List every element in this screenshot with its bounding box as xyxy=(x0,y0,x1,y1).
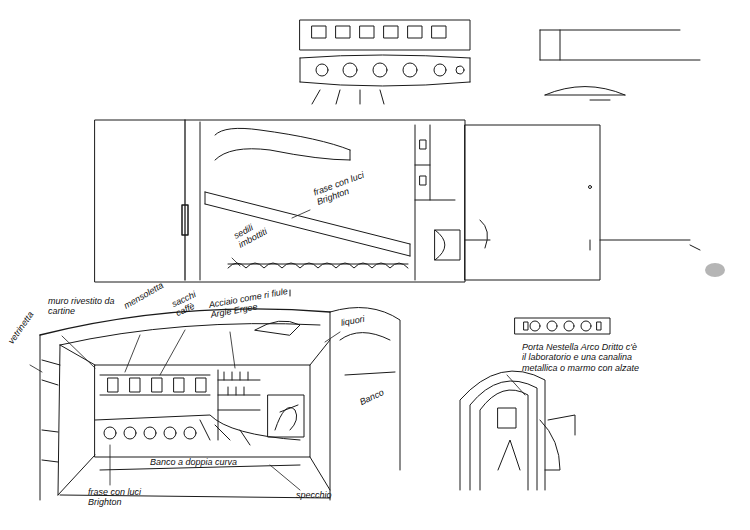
shelf-note: mensoletta xyxy=(122,272,179,311)
floor-plan xyxy=(95,120,725,296)
plan-note: frase con luci Brighton xyxy=(312,168,374,207)
door-perspective xyxy=(460,371,575,490)
liquor-note: liquori xyxy=(340,311,381,328)
plan-note: sedili imbottiti xyxy=(232,209,286,251)
elevation-sketch xyxy=(300,20,700,104)
showcase-note: vetrinetta xyxy=(6,291,49,346)
frieze-note: frase con luci Brighton xyxy=(88,487,150,508)
leader-lines xyxy=(30,210,525,490)
steel-note: Acciaio come ri fiule Argle Ergee xyxy=(208,284,300,320)
door-note: Porta Nestella Arco Dritto c'è il labora… xyxy=(522,342,642,373)
interior-perspective xyxy=(40,308,400,501)
counter-note: Banco xyxy=(358,381,399,407)
mirror-note: specchio xyxy=(296,490,356,500)
counter-note: Banco a doppia curva xyxy=(150,457,260,467)
wall-note: muro rivestito da cartine xyxy=(48,296,118,317)
counter-elevation xyxy=(515,318,610,334)
